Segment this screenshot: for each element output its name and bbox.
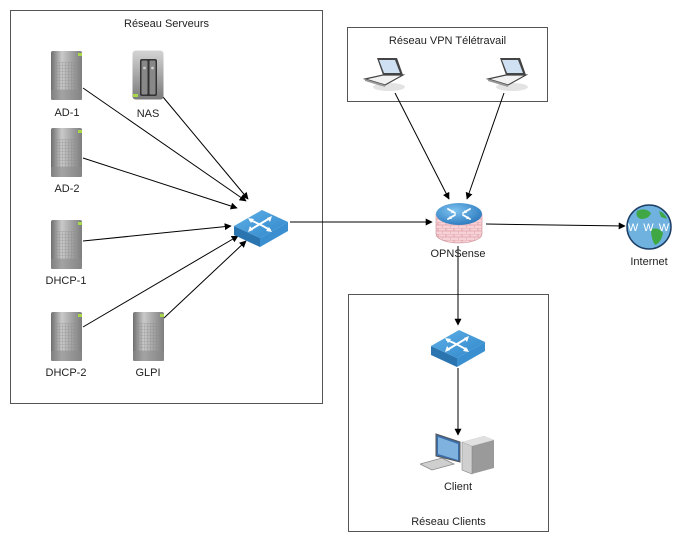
edge-glpi-switch — [163, 240, 247, 319]
edge-ad2-switch — [82, 157, 238, 210]
zone-vpn-title: Réseau VPN Télétravail — [388, 35, 507, 47]
edge-laptop2-opnsense — [465, 92, 505, 200]
edge-ad1-switch — [82, 87, 247, 202]
edge-nas-switch — [162, 96, 249, 200]
laptop-icon[interactable] — [486, 55, 530, 93]
node-label-opnsense: OPNSense — [430, 248, 486, 260]
firewall-router-icon[interactable] — [434, 198, 484, 248]
node-label-internet: Internet — [630, 256, 668, 268]
globe-icon[interactable]: W W W — [625, 203, 673, 251]
server-icon[interactable] — [132, 311, 166, 362]
switch-icon[interactable] — [232, 202, 290, 248]
edge-laptop1-opnsense — [394, 92, 450, 200]
server-icon[interactable] — [50, 311, 84, 362]
server-icon[interactable] — [50, 219, 84, 270]
edge-dhcp2-switch — [82, 235, 239, 328]
zone-clients-title: Réseau Clients — [411, 516, 486, 528]
zone-vpn: Réseau VPN Télétravail — [347, 27, 548, 102]
node-label-ad2: AD-2 — [54, 183, 80, 195]
workstation-icon[interactable] — [420, 432, 496, 476]
edge-opnsense-internet — [485, 222, 626, 230]
nas-icon[interactable] — [132, 50, 164, 100]
server-icon[interactable] — [50, 50, 84, 101]
node-label-dhcp2: DHCP-2 — [45, 367, 87, 379]
node-label-dhcp1: DHCP-1 — [45, 275, 87, 287]
node-label-nas: NAS — [136, 108, 160, 120]
node-label-client: Client — [443, 481, 473, 493]
node-label-ad1: AD-1 — [54, 107, 80, 119]
zone-clients: Réseau Clients — [348, 294, 549, 532]
globe-www-text: W W W — [628, 222, 670, 234]
server-icon[interactable] — [50, 127, 84, 178]
edge-dhcp1-switch — [82, 223, 232, 242]
node-label-glpi: GLPI — [135, 367, 161, 379]
zone-servers-title: Réseau Serveurs — [124, 18, 209, 30]
zone-servers: Réseau Serveurs — [10, 10, 323, 404]
switch-icon[interactable] — [429, 322, 487, 368]
laptop-icon[interactable] — [363, 55, 407, 93]
